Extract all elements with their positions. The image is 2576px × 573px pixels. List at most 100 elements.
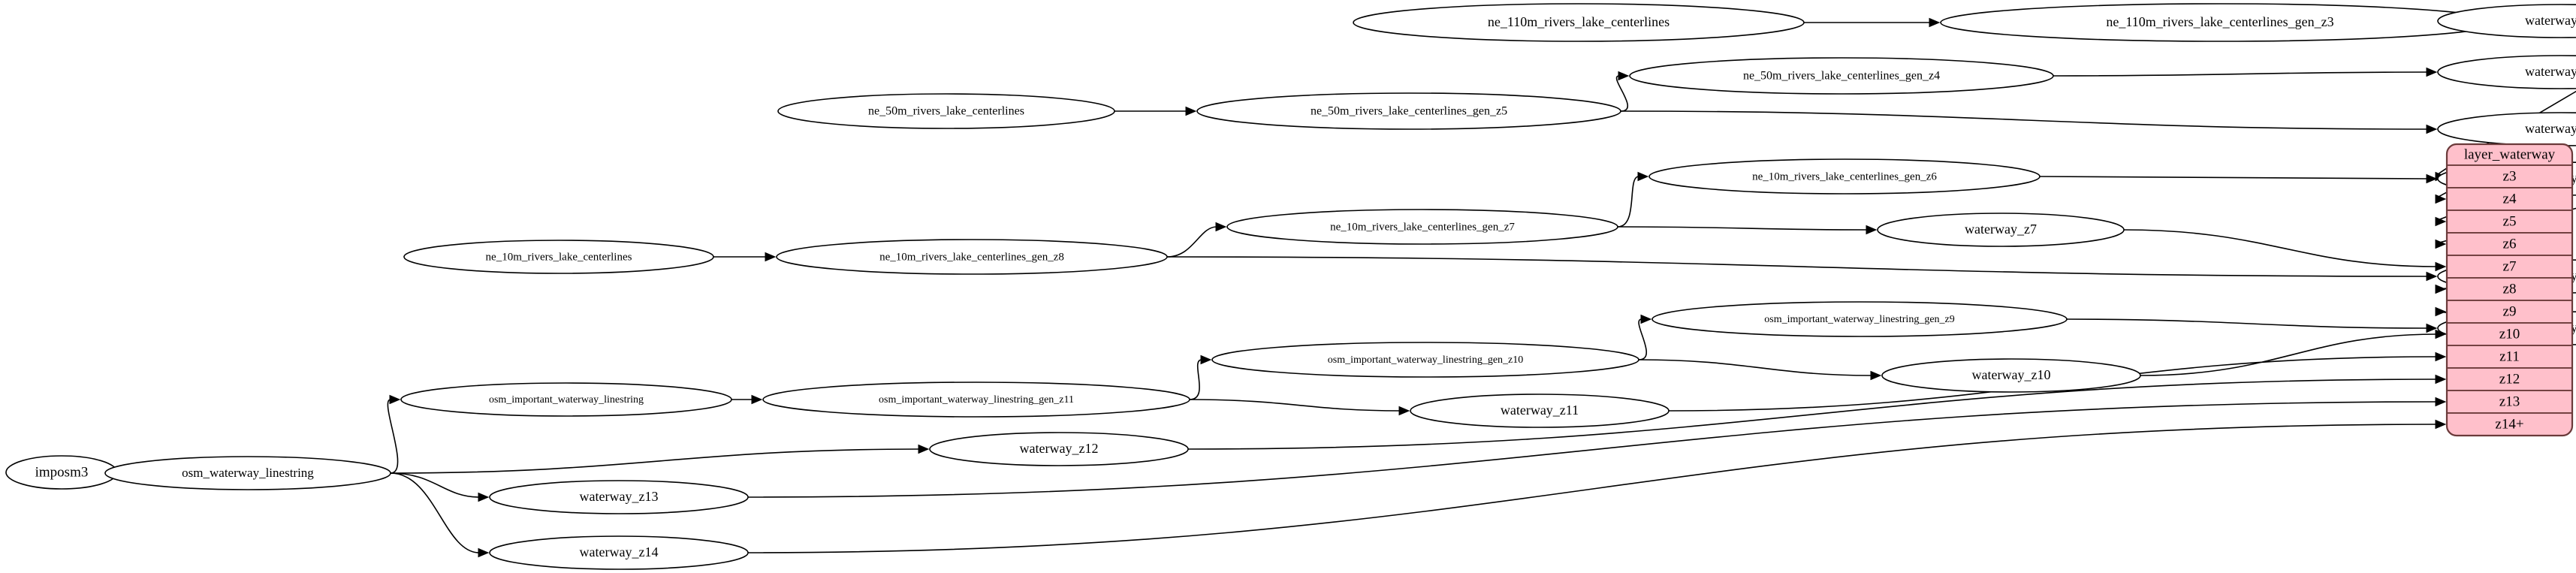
node-ellipse xyxy=(1226,209,1618,245)
node-ellipse xyxy=(1881,358,2141,393)
node-label: waterway_z10 xyxy=(1972,367,2051,382)
graph-node-waterway-z13[interactable]: waterway_z13 xyxy=(489,480,749,514)
table-row-label: z9 xyxy=(2503,303,2517,319)
graph-node-osm-important-waterway-linestring[interactable]: osm_important_waterway_linestring xyxy=(400,382,732,417)
edge-arrowhead xyxy=(2426,173,2438,184)
node-label: ne_10m_rivers_lake_centerlines_gen_z8 xyxy=(879,251,1064,263)
table-row-label: z7 xyxy=(2503,258,2517,274)
table-row-z13[interactable] xyxy=(2447,390,2572,414)
graph-node-ne-50m-rivers-lake-centerlines-gen-z5[interactable]: ne_50m_rivers_lake_centerlines_gen_z5 xyxy=(1196,92,1621,130)
node-label: waterway_z3 xyxy=(2525,13,2576,28)
table-row-label: z14+ xyxy=(2495,416,2523,432)
graph-node-waterway-z3[interactable]: waterway_z3 xyxy=(2437,4,2576,38)
graph-node-waterway-z7[interactable]: waterway_z7 xyxy=(1877,213,2125,247)
graph-node-ne-10m-rivers-lake-centerlines[interactable]: ne_10m_rivers_lake_centerlines xyxy=(403,240,714,274)
edge-arrowhead xyxy=(389,394,401,405)
graph-node-ne-10m-rivers-lake-centerlines-gen-z7[interactable]: ne_10m_rivers_lake_centerlines_gen_z7 xyxy=(1226,209,1618,245)
edge-arrowhead xyxy=(1637,171,1649,182)
graph-edge xyxy=(747,424,2437,553)
edge-arrowhead xyxy=(2435,419,2447,430)
table-row-label: z6 xyxy=(2503,236,2517,252)
edge-arrowhead xyxy=(765,252,777,262)
graph-node-osm-important-waterway-linestring-gen-z9[interactable]: osm_important_waterway_linestring_gen_z9 xyxy=(1651,301,2068,337)
table-row-label: z10 xyxy=(2499,326,2520,342)
graph-node-waterway-z4[interactable]: waterway_z4 xyxy=(2437,55,2576,89)
graph-node-osm-important-waterway-linestring-gen-z11[interactable]: osm_important_waterway_linestring_gen_z1… xyxy=(762,381,1190,418)
graph-edge xyxy=(1638,359,1872,376)
table-row-z5[interactable] xyxy=(2447,210,2572,234)
node-ellipse xyxy=(489,480,749,514)
graph-node-osm-waterway-linestring[interactable]: osm_waterway_linestring xyxy=(104,456,391,490)
node-label: osm_waterway_linestring xyxy=(182,466,314,480)
graph-node-ne-10m-rivers-lake-centerlines-gen-z6[interactable]: ne_10m_rivers_lake_centerlines_gen_z6 xyxy=(1648,158,2041,195)
graph-edge xyxy=(2066,318,2428,329)
table-row-z14+[interactable] xyxy=(2447,412,2572,436)
edge-arrowhead xyxy=(918,444,930,454)
node-label: imposm3 xyxy=(35,464,89,480)
table-row-z10[interactable] xyxy=(2447,322,2572,346)
table-row-label: z3 xyxy=(2503,168,2517,184)
table-row-z7[interactable] xyxy=(2447,255,2572,279)
node-label: osm_important_waterway_linestring xyxy=(489,394,644,406)
node-label: waterway_z14 xyxy=(580,544,659,559)
table-row-label: z4 xyxy=(2503,191,2517,207)
table-row-z9[interactable] xyxy=(2447,300,2572,324)
node-label: ne_50m_rivers_lake_centerlines xyxy=(868,105,1024,118)
graph-edge xyxy=(387,399,399,474)
node-ellipse xyxy=(400,382,732,417)
edge-arrowhead xyxy=(1929,17,1941,28)
node-label: ne_110m_rivers_lake_centerlines xyxy=(1488,14,1670,29)
graph-node-osm-important-waterway-linestring-gen-z10[interactable]: osm_important_waterway_linestring_gen_z1… xyxy=(1211,342,1639,378)
node-label: osm_important_waterway_linestring_gen_z1… xyxy=(1328,354,1524,366)
node-label: waterway_z11 xyxy=(1501,403,1579,418)
node-ellipse xyxy=(403,240,714,274)
node-label: waterway_z4 xyxy=(2525,64,2576,79)
node-ellipse xyxy=(104,456,391,490)
graph-node-ne-110m-rivers-lake-centerlines[interactable]: ne_110m_rivers_lake_centerlines xyxy=(1353,3,1805,42)
graph-node-waterway-z11[interactable]: waterway_z11 xyxy=(1410,394,1670,428)
table-row-z4[interactable] xyxy=(2447,187,2572,211)
graph-edge xyxy=(1617,176,1639,228)
table-row-label: z13 xyxy=(2499,394,2520,409)
node-ellipse xyxy=(1211,342,1639,378)
node-ellipse xyxy=(1877,213,2125,247)
edge-arrowhead xyxy=(478,547,490,558)
graph-node-waterway-z12[interactable]: waterway_z12 xyxy=(929,432,1189,466)
edge-arrowhead xyxy=(1870,370,1882,381)
node-label: ne_10m_rivers_lake_centerlines_gen_z6 xyxy=(1752,170,1937,182)
graph-edge xyxy=(1189,399,1401,412)
node-label: waterway_z5 xyxy=(2525,121,2576,136)
edge-arrowhead xyxy=(1640,314,1652,324)
table-row-z11[interactable] xyxy=(2447,345,2572,369)
graph-node-waterway-z14[interactable]: waterway_z14 xyxy=(489,535,749,570)
graph-edge xyxy=(1187,378,2437,450)
node-layer: imposm3 osm_waterway_linestring osm_import… xyxy=(5,3,2576,570)
table-row-label: z8 xyxy=(2503,281,2517,297)
graph-node-ne-50m-rivers-lake-centerlines[interactable]: ne_50m_rivers_lake_centerlines xyxy=(777,93,1115,129)
node-ellipse xyxy=(2437,55,2576,89)
node-label: ne_50m_rivers_lake_centerlines_gen_z5 xyxy=(1311,105,1507,118)
graph-node-waterway-z5[interactable]: waterway_z5 xyxy=(2437,112,2576,146)
node-ellipse xyxy=(2437,4,2576,38)
graph-edge xyxy=(1166,226,1217,258)
graph-node-waterway-z10[interactable]: waterway_z10 xyxy=(1881,358,2141,393)
graph-node-ne-110m-rivers-lake-centerlines-gen-z3[interactable]: ne_110m_rivers_lake_centerlines_gen_z3 xyxy=(1940,3,2500,42)
node-ellipse xyxy=(489,535,749,570)
edge-arrowhead xyxy=(1618,71,1630,81)
node-ellipse xyxy=(1648,158,2041,195)
table-row-label: z5 xyxy=(2503,213,2517,229)
table-row-z8[interactable] xyxy=(2447,277,2572,301)
graph-edge xyxy=(2123,229,2437,267)
edge-arrowhead xyxy=(2435,194,2447,204)
graph-node-imposm3[interactable]: imposm3 xyxy=(5,455,118,490)
graph-edge xyxy=(1189,359,1202,400)
table-header-label: layer_waterway xyxy=(2464,146,2556,162)
table-outline xyxy=(2445,143,2574,437)
edge-arrowhead xyxy=(751,394,763,405)
graph-node-ne-10m-rivers-lake-centerlines-gen-z8[interactable]: ne_10m_rivers_lake_centerlines_gen_z8 xyxy=(776,239,1168,275)
node-ellipse xyxy=(1651,301,2068,337)
node-ellipse xyxy=(1410,394,1670,428)
graph-edge xyxy=(2039,176,2428,179)
graph-node-ne-50m-rivers-lake-centerlines-gen-z4[interactable]: ne_50m_rivers_lake_centerlines_gen_z4 xyxy=(1629,57,2054,95)
